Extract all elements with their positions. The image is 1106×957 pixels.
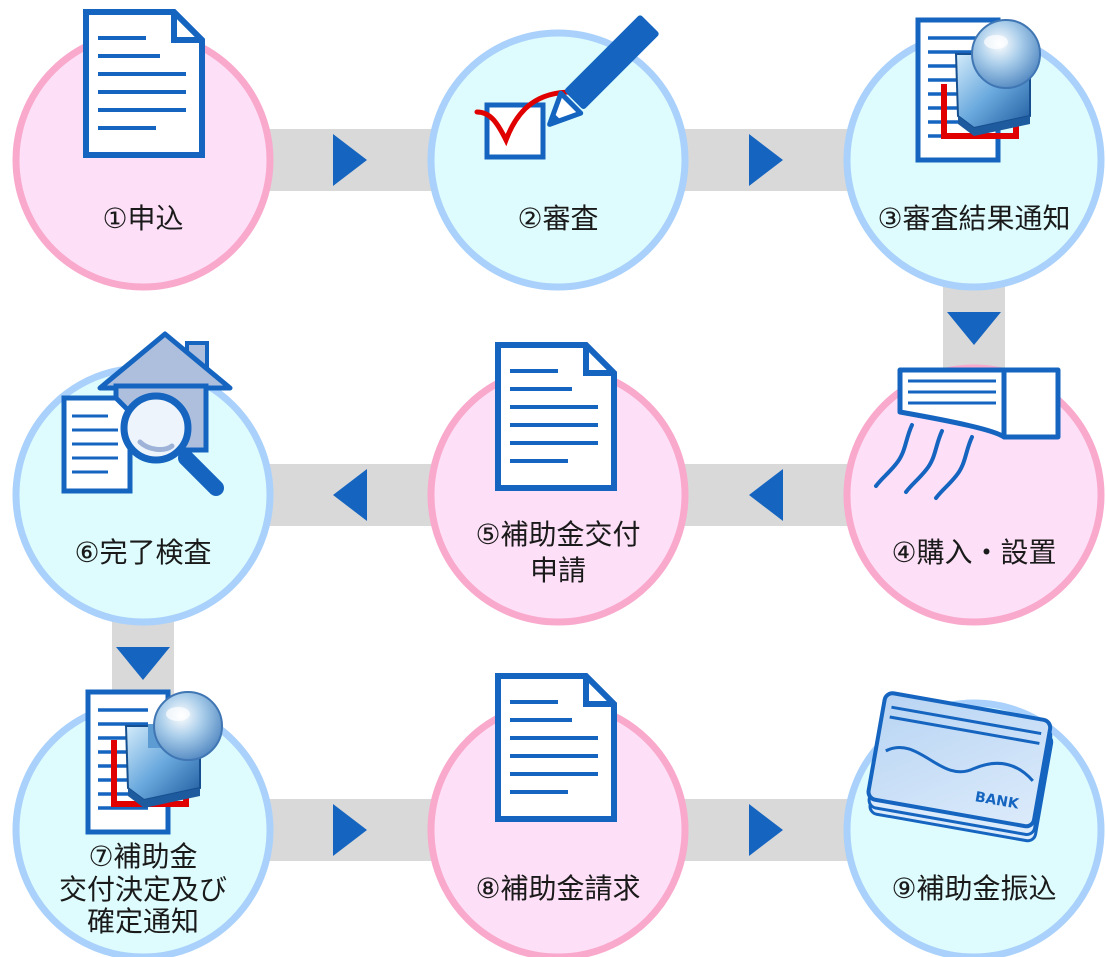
arrow-left-icon: [749, 469, 783, 521]
bank-label: BANK: [974, 789, 1021, 813]
stamp-document-icon: [85, 689, 223, 835]
step-label-line: ④購入・設置: [891, 536, 1056, 569]
arrow-right-icon: [333, 134, 367, 186]
house-inspection-icon: [61, 331, 233, 496]
arrow-right-icon: [749, 804, 783, 856]
step-label-line: ①申込: [102, 202, 183, 235]
step-label-line: ②審査: [517, 202, 598, 235]
step-label-line: ③審査結果通知: [877, 202, 1070, 235]
step-label-line: ⑥完了検査: [74, 536, 211, 569]
arrow-left-icon: [333, 469, 367, 521]
arrow-right-icon: [333, 804, 367, 856]
air-conditioner-icon: [874, 367, 1061, 500]
document-icon: [495, 673, 617, 822]
arrows: [116, 134, 1001, 856]
step-2: ②審査: [427, 29, 689, 291]
document-icon: [83, 9, 205, 158]
step-label-line: ⑤補助金交付: [475, 518, 640, 551]
document-icon: [495, 342, 617, 491]
step-label-line: ⑦補助金: [88, 840, 197, 873]
arrow-down-icon: [947, 312, 1001, 345]
step-8: ⑧補助金請求: [427, 699, 689, 957]
step-label-line: ⑧補助金請求: [475, 872, 640, 905]
arrow-right-icon: [749, 134, 783, 186]
bankbook-icon: BANK: [866, 691, 1054, 843]
arrow-down-icon: [116, 647, 170, 680]
stamp-document-icon: [915, 17, 1041, 163]
step-label-line: 交付決定及び: [59, 873, 227, 906]
step-label-line: 確定通知: [87, 905, 199, 938]
checkbox-pen-icon: [474, 15, 659, 160]
step-label-line: ⑨補助金振込: [891, 872, 1056, 905]
step-circle: [427, 29, 689, 291]
step-label-line: 申請: [530, 554, 586, 587]
